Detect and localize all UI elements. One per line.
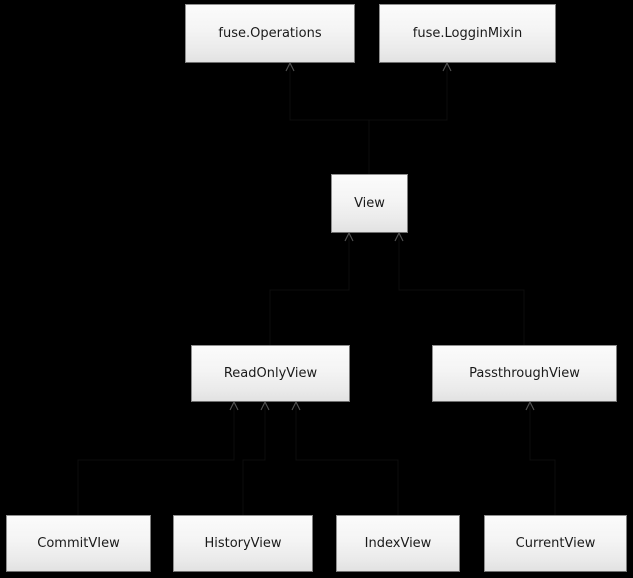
inheritance-arrowhead bbox=[260, 401, 270, 411]
class-node-label: CurrentView bbox=[515, 536, 596, 551]
class-node-indexview[interactable]: IndexView bbox=[336, 515, 460, 572]
inheritance-edge bbox=[368, 63, 448, 174]
class-node-fuse_logginmixin[interactable]: fuse.LogginMixin bbox=[379, 4, 556, 63]
inheritance-edge bbox=[289, 63, 370, 174]
class-node-currentview[interactable]: CurrentView bbox=[484, 515, 627, 572]
inheritance-arrowhead bbox=[525, 401, 535, 411]
inheritance-arrowhead bbox=[291, 401, 301, 411]
class-node-label: View bbox=[354, 196, 385, 211]
inheritance-edge bbox=[242, 402, 266, 515]
inheritance-arrowhead bbox=[344, 232, 354, 242]
class-node-readonlyview[interactable]: ReadOnlyView bbox=[191, 345, 350, 402]
inheritance-edge bbox=[398, 233, 525, 345]
inheritance-arrowhead bbox=[442, 62, 452, 72]
inheritance-edge bbox=[77, 402, 235, 515]
class-node-historyview[interactable]: HistoryView bbox=[173, 515, 313, 572]
inheritance-edge bbox=[529, 402, 556, 515]
inheritance-edge bbox=[269, 233, 350, 345]
class-node-label: ReadOnlyView bbox=[223, 366, 318, 381]
inheritance-arrowhead bbox=[229, 401, 239, 411]
inheritance-arrowhead bbox=[394, 232, 404, 242]
class-node-passthroughview[interactable]: PassthroughView bbox=[432, 345, 617, 402]
class-node-fuse_operations[interactable]: fuse.Operations bbox=[185, 4, 355, 63]
class-node-label: fuse.Operations bbox=[218, 26, 322, 41]
class-node-label: fuse.LogginMixin bbox=[412, 26, 523, 41]
inheritance-edge bbox=[295, 402, 399, 515]
class-node-label: HistoryView bbox=[204, 536, 282, 551]
class-node-commitview[interactable]: CommitVIew bbox=[6, 515, 151, 572]
class-node-label: CommitVIew bbox=[37, 536, 120, 551]
class-node-label: IndexView bbox=[364, 536, 432, 551]
inheritance-arrowhead bbox=[285, 62, 295, 72]
class-node-view[interactable]: View bbox=[331, 174, 408, 233]
class-node-label: PassthroughView bbox=[469, 366, 580, 381]
